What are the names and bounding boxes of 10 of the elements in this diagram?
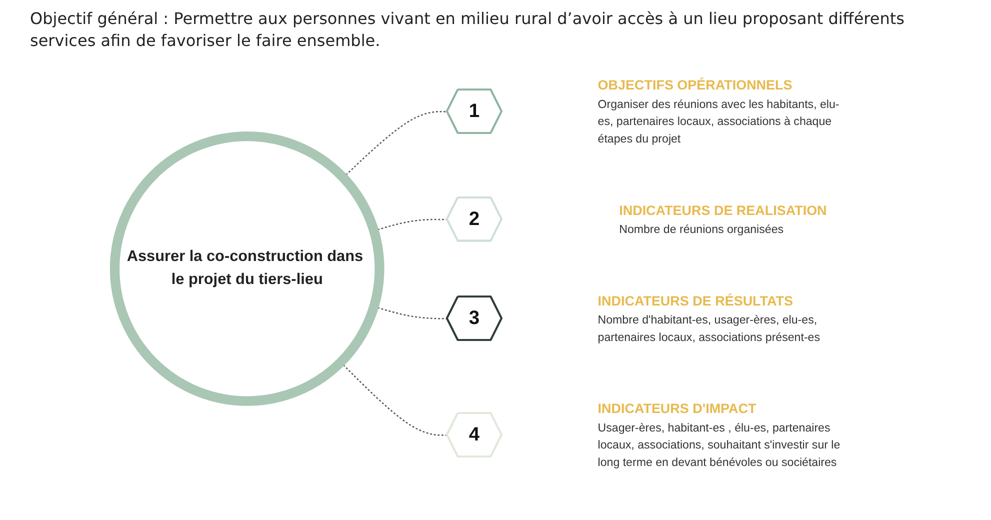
node-label: Organiser des réunions avec les habitants, elu-es, partenaires locaux, associations à chaque étapes du projet bbox=[597, 97, 839, 146]
node-label: Usager-ères, habitant-es , élu-es, partenaires locaux, associations, souhaitant s'investir sur le long terme en devant bénévoles ou sociétaires bbox=[597, 420, 840, 469]
node-circle: Assurer la co-construction dans le projet du tiers-lieu bbox=[110, 131, 384, 406]
node-label: INDICATEURS D'IMPACT bbox=[597, 400, 756, 416]
diagram-title: Objectif général : Permettre aux personnes vivant en milieu rural d’avoir accès à un lieu proposant différents services afin de favoriser le faire ensemble. bbox=[30, 8, 906, 52]
node-label: Nombre de réunions organisées bbox=[618, 222, 784, 236]
node-label: INDICATEURS DE REALISATION bbox=[618, 202, 826, 218]
node-label: INDICATEURS DE RÉSULTATS bbox=[597, 292, 793, 308]
node-label: Nombre d'habitant-es, usager-ères, elu-es, partenaires locaux, associations présent-es bbox=[597, 312, 820, 344]
node-label: OBJECTIFS OPÉRATIONNELS bbox=[597, 76, 792, 92]
